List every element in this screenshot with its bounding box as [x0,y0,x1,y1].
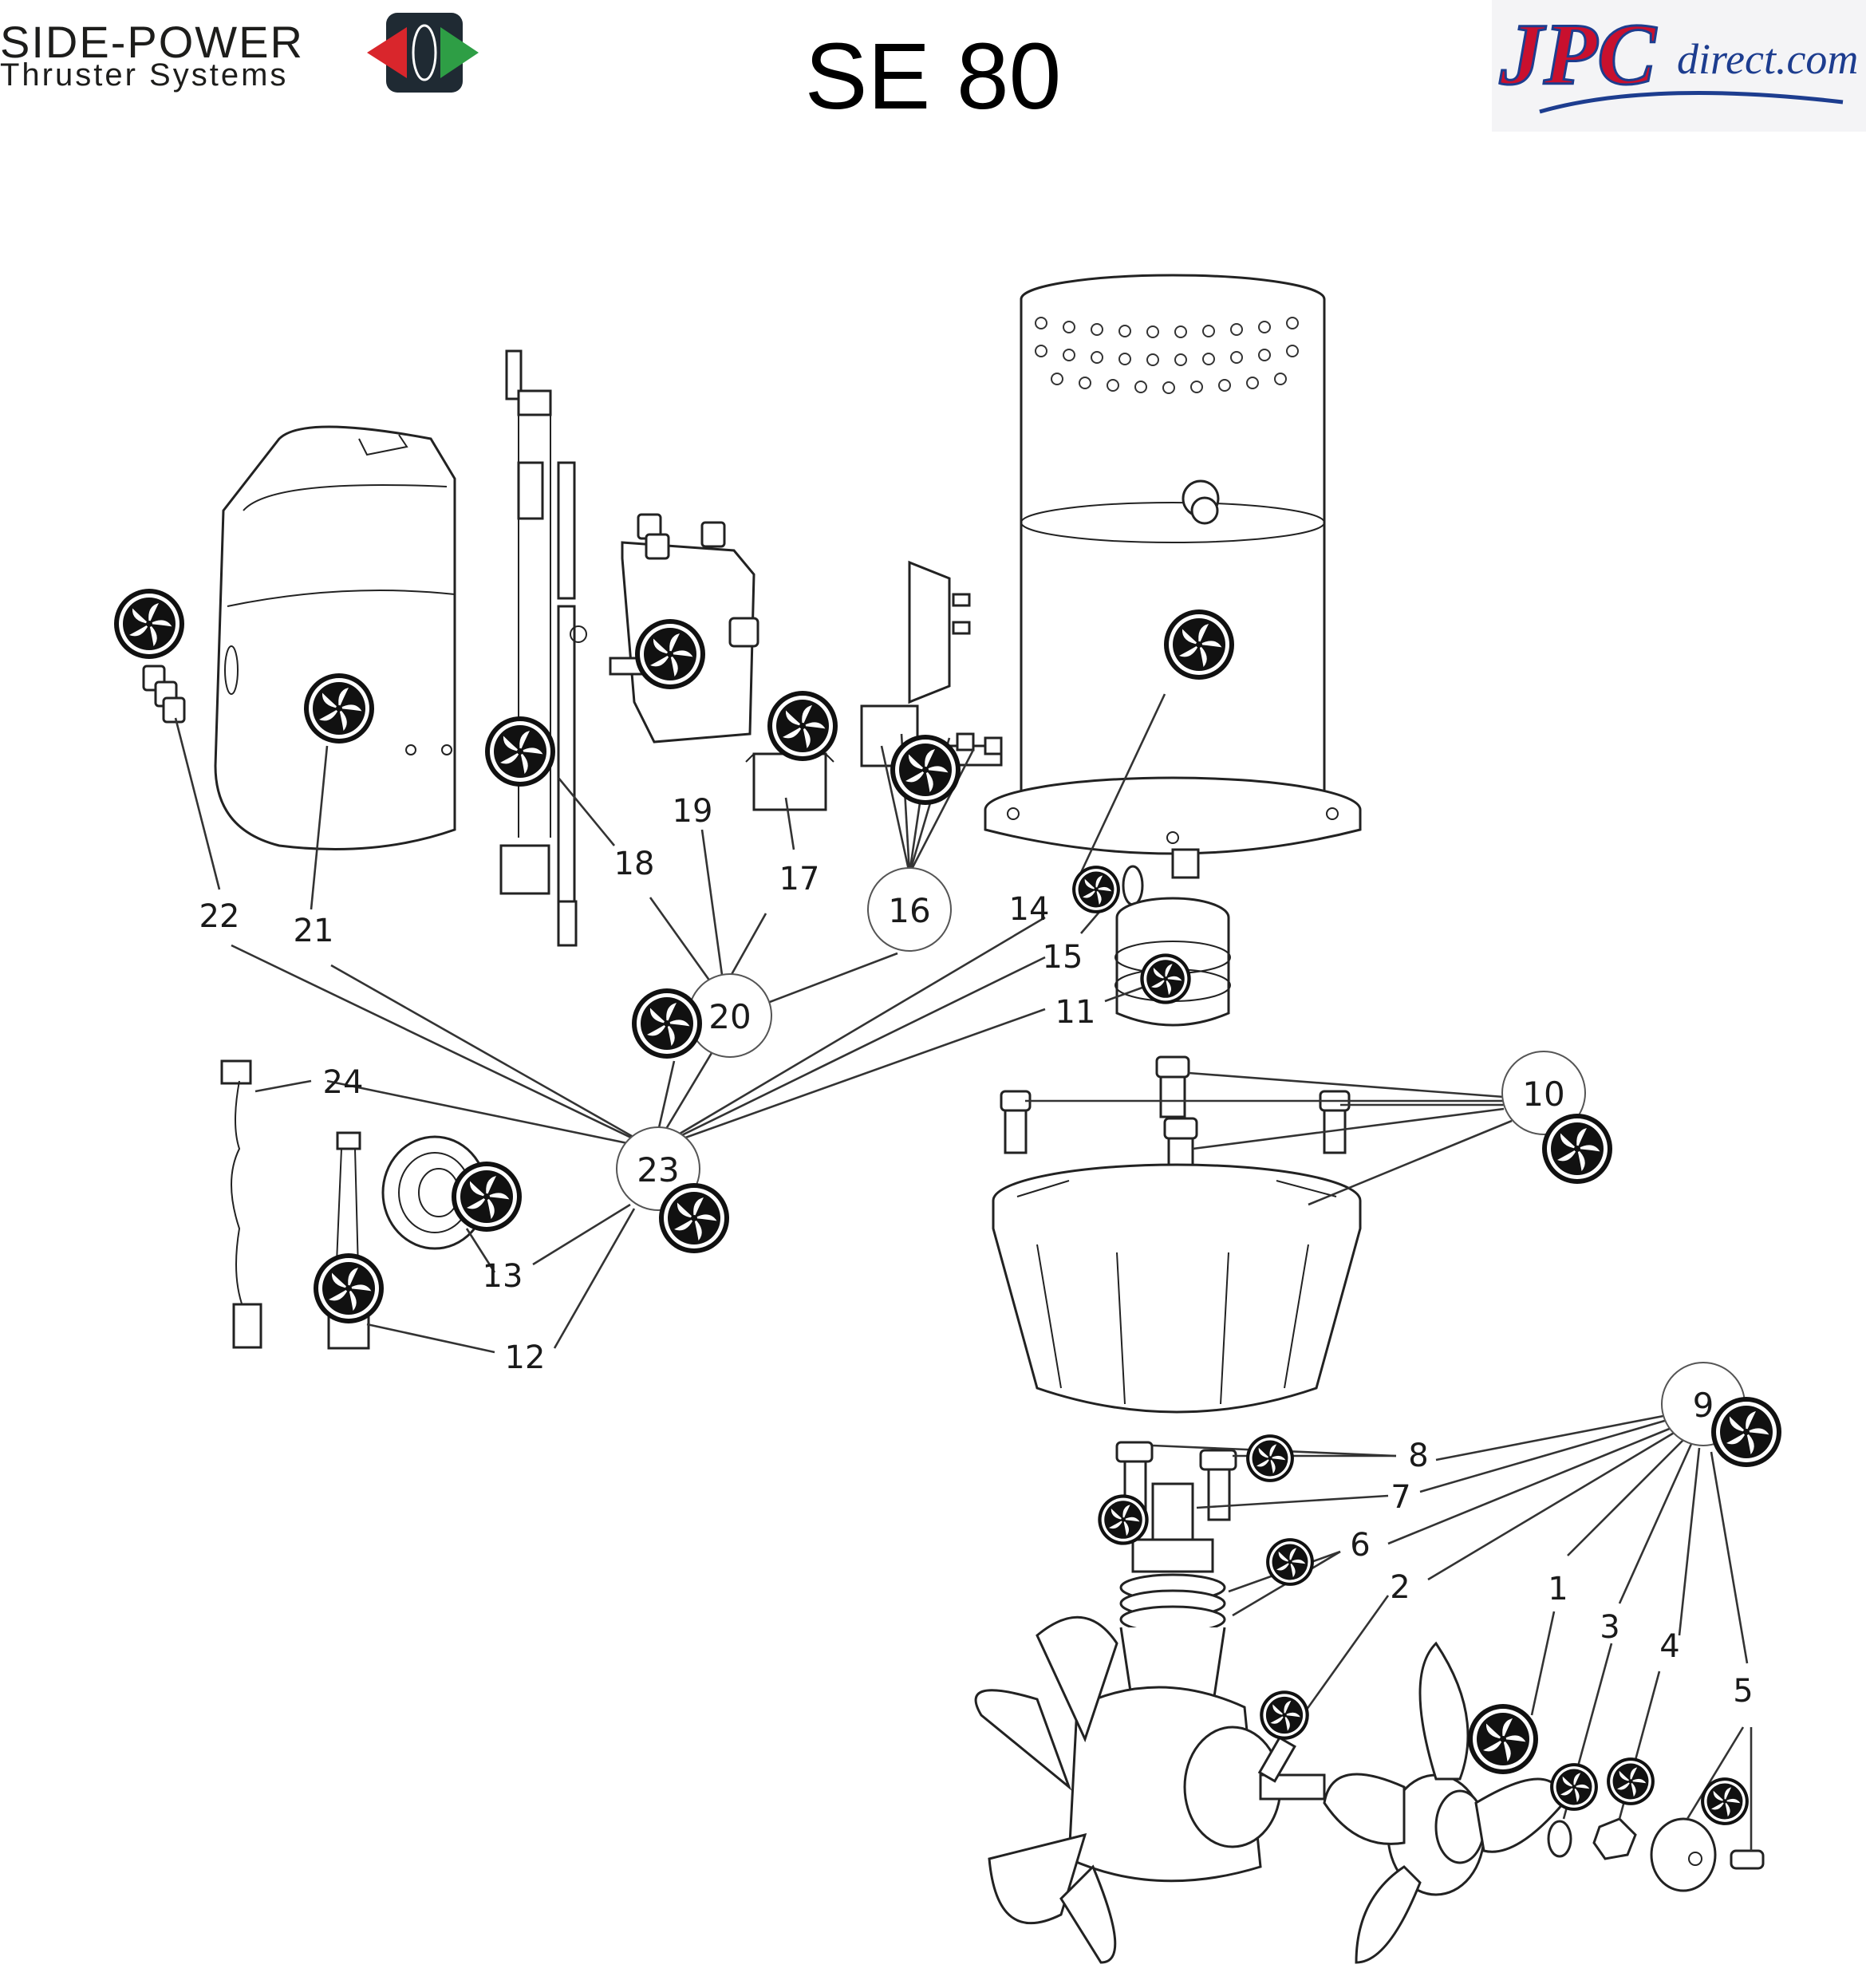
brush-cable-part [220,1059,262,1349]
brand-left-line2: Thruster Systems [0,57,289,93]
gearleg-part [974,1441,1326,1964]
callout-5: 5 [1733,1673,1753,1710]
pinwheel-icon-21[interactable] [304,673,374,744]
callout-13: 13 [483,1258,523,1295]
pinwheel-icon-9[interactable] [1711,1397,1781,1467]
nuts-part [142,665,186,724]
pinwheel-icon-6[interactable] [1266,1538,1314,1586]
pinwheel-icon-8[interactable] [1246,1434,1294,1482]
pinwheel-icon-4[interactable] [1607,1757,1655,1805]
callout-10: 10 [1522,1075,1564,1114]
pinwheel-icon-17[interactable] [767,691,838,761]
callout-18: 18 [614,846,655,882]
pinwheel-icon-19[interactable] [635,619,705,689]
cover-part [214,425,456,850]
pinwheel-icon-2[interactable] [1260,1690,1309,1740]
propeller-part [1323,1641,1765,1964]
pinwheel-icon-12[interactable] [314,1253,384,1323]
pinwheel-icon-16[interactable] [890,735,961,805]
pinwheel-icon-1[interactable] [1468,1704,1538,1774]
pinwheel-icon-23[interactable] [659,1183,729,1253]
callout-21: 21 [294,913,334,949]
callout-4: 4 [1659,1628,1679,1665]
callout-2: 2 [1390,1569,1410,1606]
callout-circle-16 [867,867,952,952]
callout-11: 11 [1055,994,1096,1031]
callout-19: 19 [673,793,713,830]
pinwheel-icon-3[interactable] [1550,1763,1598,1811]
callout-12: 12 [505,1339,546,1376]
callout-16: 16 [888,891,930,930]
callout-8: 8 [1408,1438,1428,1474]
callout-3: 3 [1600,1609,1619,1646]
jpc-direct-logo: JPC direct.com [1492,0,1866,132]
side-power-emblem-icon [367,13,479,93]
callout-17: 17 [779,861,820,897]
pinwheel-icon-22[interactable] [114,589,184,659]
pinwheel-icon-10[interactable] [1542,1114,1612,1184]
relay-part [745,752,834,811]
brand-left-line1: SIDE-POWER [0,17,304,67]
pinwheel-icon-15[interactable] [1072,866,1120,913]
housing-part [992,1055,1362,1414]
pinwheel-icon-5[interactable] [1701,1777,1749,1825]
callout-6: 6 [1350,1527,1370,1564]
pinwheel-icon-11[interactable] [1140,953,1191,1004]
jpc-logo-main: JPC [1499,6,1657,103]
motor-part [984,274,1362,879]
callout-1: 1 [1548,1571,1568,1607]
pinwheel-icon-7[interactable] [1098,1494,1149,1545]
pinwheel-icon-20[interactable] [632,988,702,1059]
jpc-logo-sub: direct.com [1677,35,1858,83]
callout-22: 22 [199,898,240,935]
callout-14: 14 [1009,891,1050,928]
callout-23: 23 [637,1150,679,1189]
pinwheel-icon-13[interactable] [452,1162,522,1232]
callout-7: 7 [1391,1479,1410,1516]
cable-set-part [499,349,587,947]
callout-15: 15 [1043,939,1083,976]
callout-24: 24 [323,1064,364,1101]
callout-circle-10 [1501,1051,1586,1135]
leader-lines [174,693,1753,1851]
side-power-logo: SIDE-POWER Thruster Systems [0,13,479,104]
pinwheel-icon-18[interactable] [485,716,555,787]
spring-part [381,1135,488,1250]
pinwheel-icon-14[interactable] [1164,609,1234,680]
callout-20: 20 [708,997,751,1036]
page-title: SE 80 [804,24,1062,129]
callout-9: 9 [1693,1386,1714,1425]
